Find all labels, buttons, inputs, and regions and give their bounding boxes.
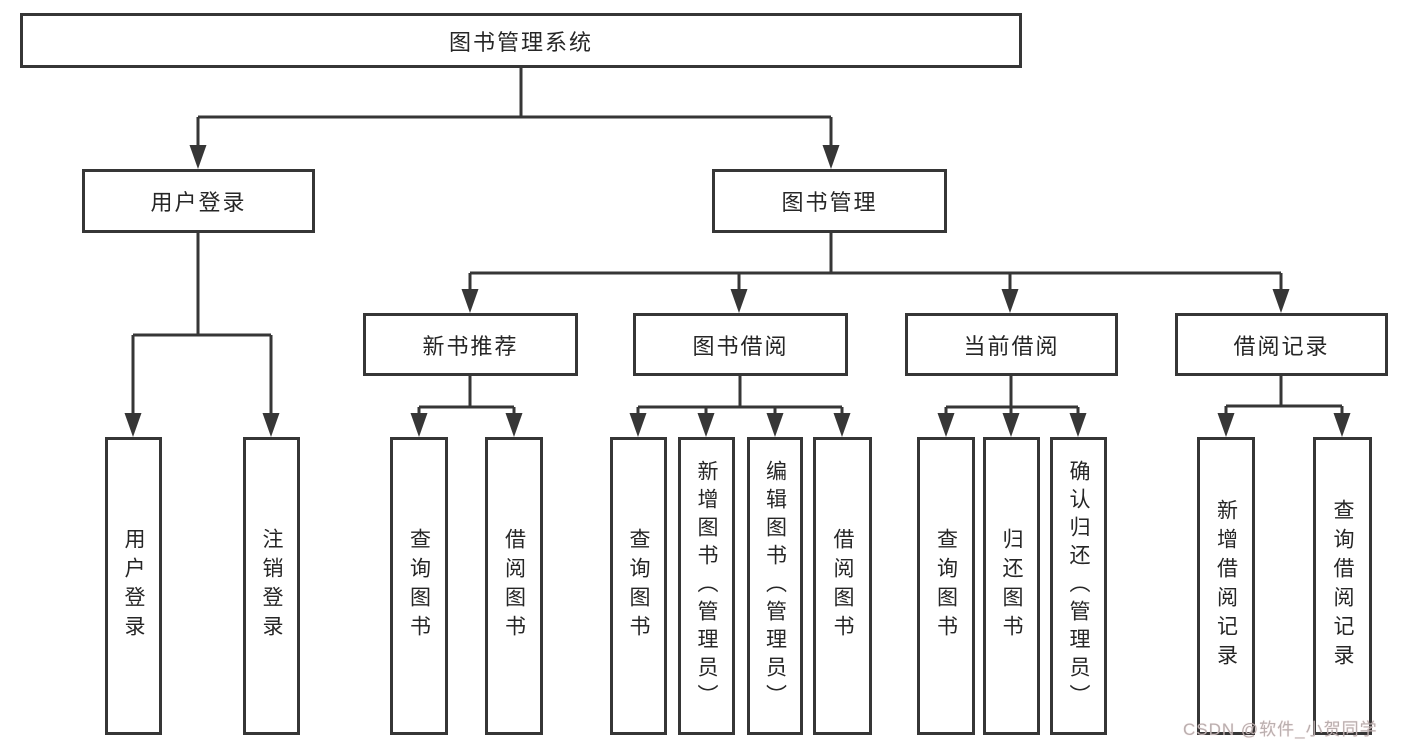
leaf-query-book-2: 查询图书: [610, 437, 667, 735]
node-borrow-record: 借阅记录: [1175, 313, 1388, 376]
leaf-borrow-book-1: 借阅图书: [485, 437, 543, 735]
node-root: 图书管理系统: [20, 13, 1022, 68]
node-new-book-recommend: 新书推荐: [363, 313, 578, 376]
leaf-borrow-book-2: 借阅图书: [813, 437, 872, 735]
leaf-add-borrow-record: 新增借阅记录: [1197, 437, 1255, 735]
leaf-logout: 注销登录: [243, 437, 300, 735]
leaf-query-book-1: 查询图书: [390, 437, 448, 735]
node-book-management: 图书管理: [712, 169, 947, 233]
node-user-login: 用户登录: [82, 169, 315, 233]
leaf-query-book-3: 查询图书: [917, 437, 975, 735]
leaf-confirm-return-admin: 确认归还（管理员）: [1050, 437, 1107, 735]
leaf-query-borrow-record: 查询借阅记录: [1313, 437, 1372, 735]
leaf-add-book-admin: 新增图书（管理员）: [678, 437, 735, 735]
leaf-user-login: 用户登录: [105, 437, 162, 735]
leaf-return-book: 归还图书: [983, 437, 1040, 735]
leaf-edit-book-admin: 编辑图书（管理员）: [747, 437, 803, 735]
node-book-borrow: 图书借阅: [633, 313, 848, 376]
node-current-borrow: 当前借阅: [905, 313, 1118, 376]
csdn-watermark: CSDN @软件_小贺同学: [1183, 720, 1378, 739]
